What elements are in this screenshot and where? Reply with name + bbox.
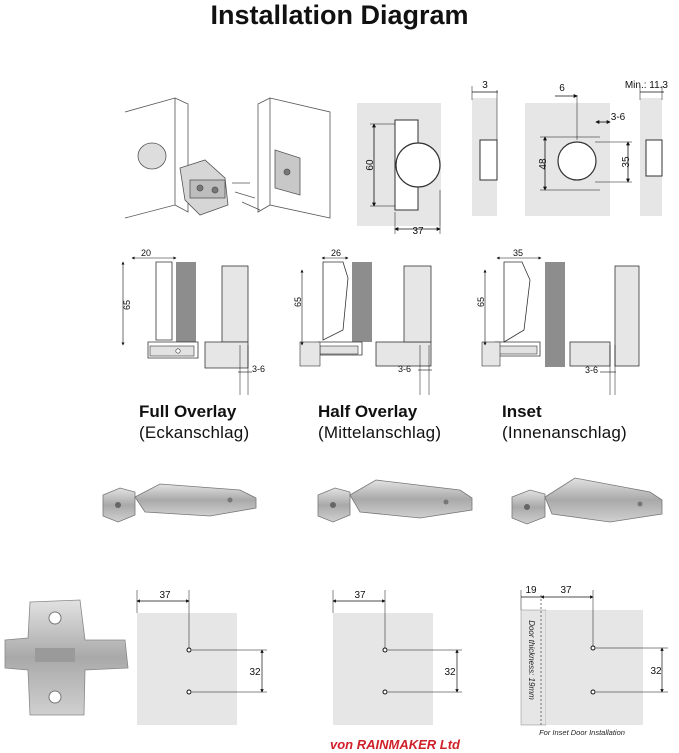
hinge-half-overlay-image: [317, 479, 473, 523]
label-inset-name: Inset: [502, 402, 542, 421]
dim-19: 19: [525, 585, 537, 596]
dim-32-full: 32: [249, 667, 261, 678]
cup-hole-drawing: [357, 103, 441, 234]
dim-32-inset: 32: [650, 666, 662, 677]
dim-65-full: 65: [122, 300, 132, 310]
dim-35: 35: [621, 156, 632, 168]
drill-plate-half: [332, 590, 462, 725]
footer-brand: von RAINMAKER Ltd: [330, 737, 460, 752]
dim-3-6-half: 3-6: [398, 364, 411, 374]
dim-65-half: 65: [293, 297, 303, 307]
dim-65-inset: 65: [476, 297, 486, 307]
dim-min-11-3: Min.: 11.3: [625, 80, 669, 91]
isometric-install-sketch: [124, 97, 331, 219]
label-full-overlay: Full Overlay (Eckanschlag): [139, 401, 249, 443]
label-full-overlay-name: Full Overlay: [139, 402, 237, 421]
dim-3-6-inset: 3-6: [585, 365, 598, 375]
mounting-plate-image: [4, 599, 129, 716]
hinge-inset-image: [511, 477, 663, 525]
drill-plate-inset: [520, 590, 668, 726]
dim-37-top: 37: [412, 226, 424, 237]
cup-detail-drawing: [525, 94, 632, 216]
dim-37-inset: 37: [560, 585, 572, 596]
dim-6: 6: [559, 83, 565, 94]
full-overlay-section: [121, 256, 252, 395]
dim-3-6-top: 3-6: [611, 112, 626, 123]
label-full-overlay-german: (Eckanschlag): [139, 423, 250, 442]
page-title: Installation Diagram: [210, 0, 469, 30]
dim-3-6-full: 3-6: [252, 364, 265, 374]
inset-section: [481, 256, 640, 395]
label-half-overlay-name: Half Overlay: [318, 402, 418, 421]
half-overlay-section: [299, 256, 432, 395]
label-inset-german: (Innenanschlag): [502, 423, 627, 442]
dim-20: 20: [141, 248, 151, 258]
label-half-overlay-german: (Mittelanschlag): [318, 423, 442, 442]
dim-35-inset: 35: [513, 248, 523, 258]
door-side-section: [471, 86, 498, 216]
hinge-full-overlay-image: [102, 483, 257, 523]
dim-3: 3: [482, 80, 488, 91]
dim-60: 60: [365, 159, 376, 171]
label-inset: Inset (Innenanschlag): [502, 401, 627, 443]
dim-32-half: 32: [444, 667, 456, 678]
dim-48: 48: [538, 158, 549, 170]
min-depth-section: [639, 86, 664, 216]
inset-install-note: For Inset Door Installation: [539, 728, 625, 737]
dim-26: 26: [331, 248, 341, 258]
dim-37-half: 37: [354, 590, 366, 601]
drill-plate-full: [136, 590, 267, 725]
label-half-overlay: Half Overlay (Mittelanschlag): [318, 401, 441, 443]
door-thickness-note: Door thickness: 19mm: [527, 620, 536, 700]
dim-37-full: 37: [159, 590, 171, 601]
